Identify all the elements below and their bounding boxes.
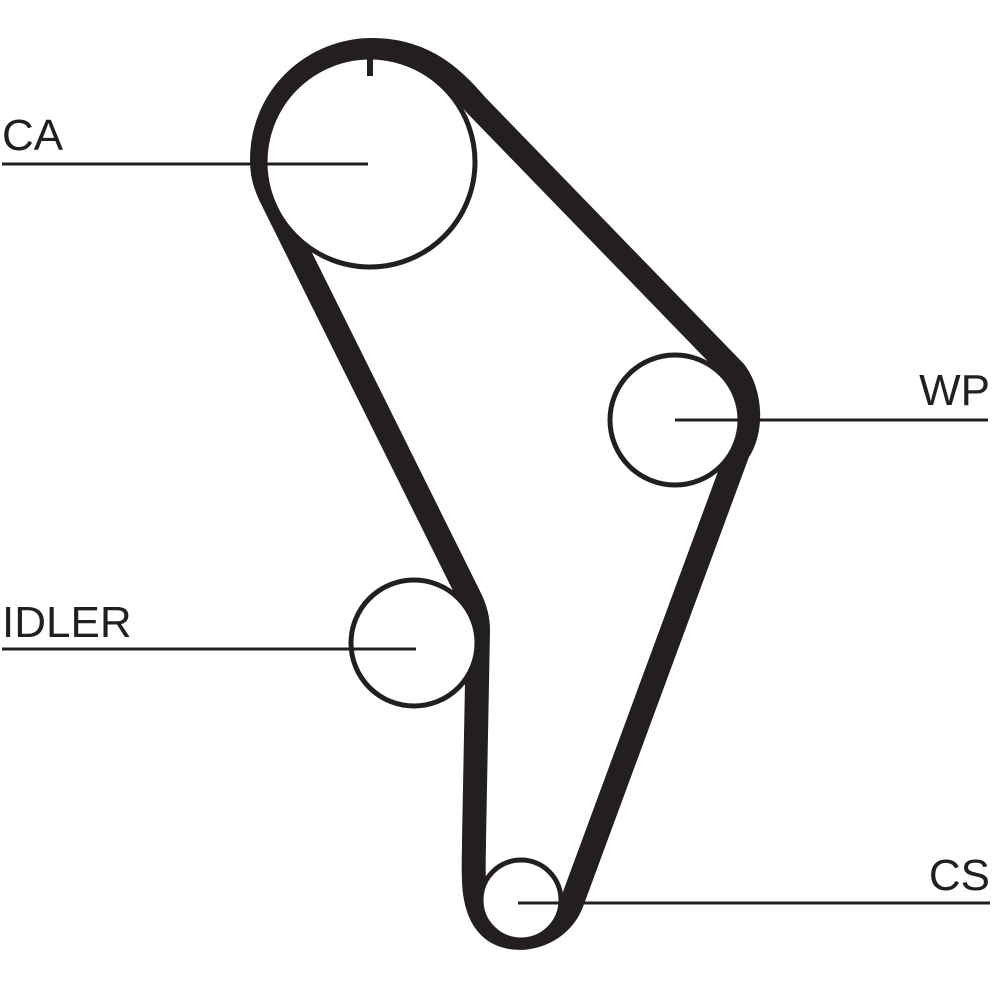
idler-pulley	[348, 577, 480, 709]
timing-belt	[250, 38, 761, 950]
idler-label: IDLER	[2, 598, 132, 647]
cs-label: CS	[929, 851, 990, 900]
crankshaft-pulley	[478, 857, 564, 943]
wp-label: WP	[919, 366, 990, 415]
ca-label: CA	[2, 111, 64, 160]
camshaft-pulley	[262, 54, 478, 270]
